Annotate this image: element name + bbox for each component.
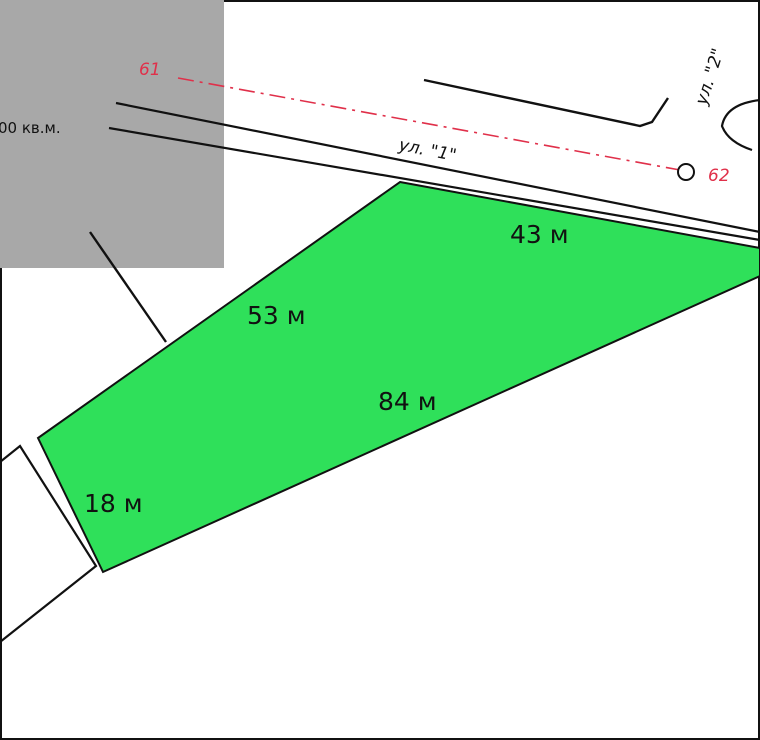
street-edge-upper [115,101,760,234]
side-label-short: 18 м [84,489,143,518]
side-label-left: 53 м [247,301,306,330]
point-62-marker [677,163,695,181]
area-leader-line [89,231,167,343]
street-edge-lower [108,126,760,242]
street-2-label: ул. "2" [691,46,728,108]
neighbor-lot-outline [0,444,98,643]
shaded-neighbor-lot [0,0,224,268]
area-label: 00 кв.м. [0,119,61,137]
roundabout-curve [720,98,760,152]
curb-line [423,78,669,128]
point-62-label: 62 [708,166,730,186]
side-label-top: 43 м [510,220,569,249]
point-61-label: 61 [139,60,161,80]
side-label-bottom: 84 м [378,387,437,416]
green-parcel [36,180,760,574]
red-boundary-line [177,77,681,171]
